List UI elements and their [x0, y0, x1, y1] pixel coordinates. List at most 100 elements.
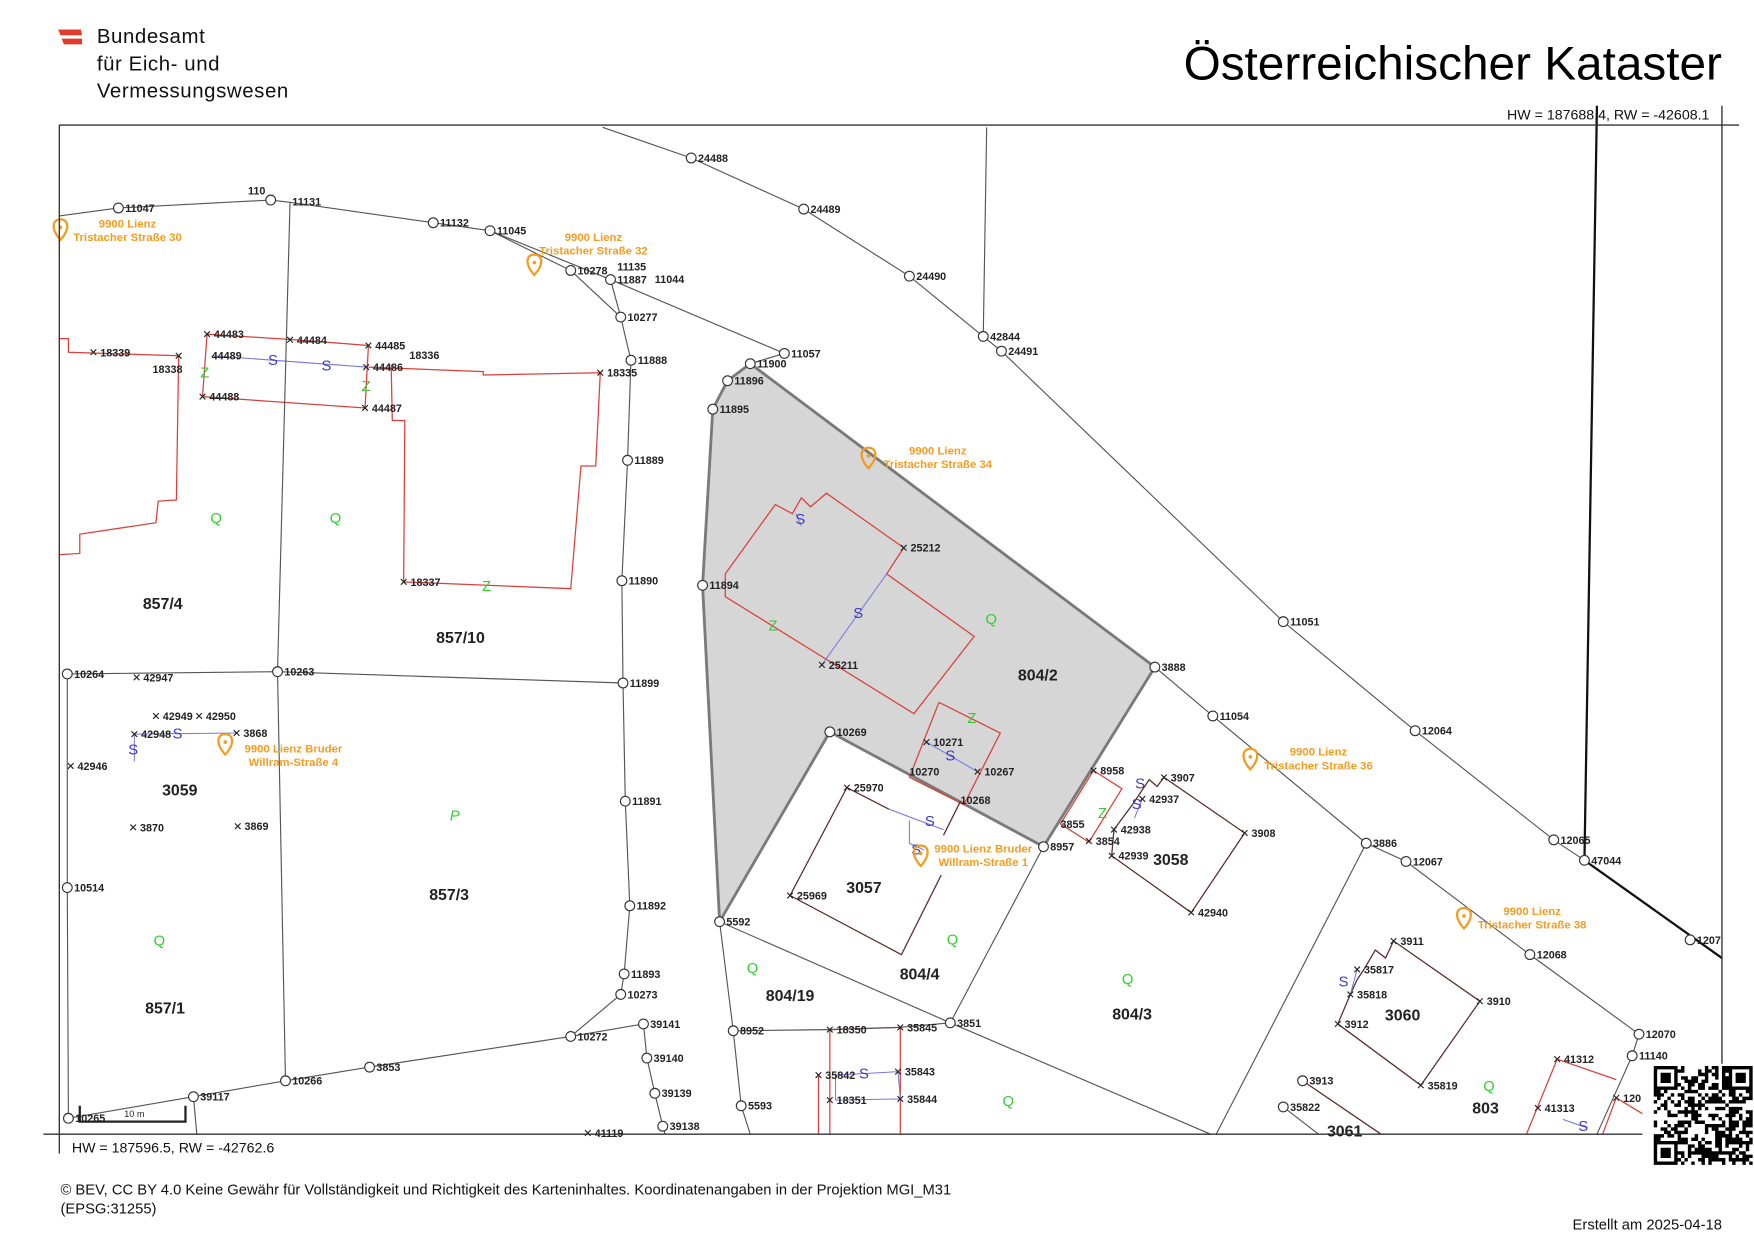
parcel-number[interactable]: 857/1 — [145, 1001, 185, 1018]
address-line-1: 9900 Lienz — [565, 232, 623, 244]
boundary-stone-marker[interactable] — [995, 345, 1007, 357]
boundary-stone-marker[interactable] — [624, 900, 636, 912]
boundary-stone-marker[interactable] — [824, 726, 836, 738]
boundary-stone-marker[interactable] — [1277, 1101, 1289, 1113]
boundary-stone-marker[interactable] — [903, 270, 915, 282]
boundary-stone-marker[interactable] — [617, 677, 629, 689]
boundary-stone-marker[interactable] — [1684, 934, 1696, 946]
parcel-number[interactable]: 857/10 — [436, 630, 485, 647]
building-corner-marker — [1347, 991, 1354, 998]
boundary-stone-marker[interactable] — [707, 403, 719, 415]
point-number-label: 3854 — [1096, 836, 1120, 848]
boundary-stone-marker[interactable] — [112, 202, 124, 214]
boundary-stone-marker[interactable] — [622, 454, 634, 466]
boundary-stone-marker[interactable] — [649, 1087, 661, 1099]
land-use-mark: S — [268, 353, 278, 369]
point-number-label: 10514 — [74, 883, 104, 895]
parcel-number[interactable]: 804/3 — [1112, 1006, 1152, 1023]
boundary-stone-marker[interactable] — [714, 916, 726, 928]
boundary-stone-marker[interactable] — [1524, 949, 1536, 961]
boundary-stone-marker[interactable] — [565, 1030, 577, 1042]
boundary-stone-marker[interactable] — [618, 968, 630, 980]
parcel-number[interactable]: 857/3 — [429, 887, 469, 904]
boundary-stone-marker[interactable] — [1548, 834, 1560, 846]
parcel-number[interactable]: 804/19 — [766, 988, 815, 1005]
building-corner-marker — [897, 1024, 904, 1031]
parcel-number[interactable]: 857/4 — [143, 596, 183, 613]
boundary-stone-marker[interactable] — [1409, 725, 1421, 737]
point-number-label: 11132 — [440, 218, 469, 230]
point-number-label: 11894 — [709, 580, 738, 592]
building-corner-marker — [1139, 795, 1146, 803]
point-number-label: 11140 — [1639, 1051, 1668, 1063]
boundary-stone-marker[interactable] — [798, 203, 810, 215]
point-number-label: 8952 — [740, 1026, 764, 1038]
parcel-number[interactable]: 3059 — [162, 783, 198, 800]
boundary-stone-marker[interactable] — [605, 274, 616, 286]
building-corner-marker — [400, 578, 407, 586]
boundary-stone-marker[interactable] — [280, 1075, 291, 1087]
point-number-label: 35822 — [1290, 1102, 1320, 1114]
boundary-stone-marker[interactable] — [1626, 1050, 1638, 1062]
boundary-stone-marker[interactable] — [1400, 855, 1412, 867]
address-line-1: 9900 Lienz Bruder — [934, 843, 1032, 855]
boundary-stone-marker[interactable] — [615, 311, 627, 323]
boundary-stone-marker[interactable] — [272, 666, 283, 678]
parcel-number[interactable]: 803 — [1472, 1101, 1499, 1118]
parcel-number[interactable]: 3058 — [1153, 852, 1189, 869]
boundary-stone-marker[interactable] — [619, 795, 631, 807]
parcel-number[interactable]: 804/4 — [900, 967, 940, 984]
boundary-stone-marker[interactable] — [944, 1017, 956, 1029]
boundary-stone-marker[interactable] — [697, 579, 709, 591]
boundary-stone-marker[interactable] — [727, 1025, 739, 1037]
qr-code[interactable] — [1651, 1063, 1754, 1168]
boundary-stone-marker[interactable] — [1360, 837, 1372, 849]
boundary-stone-marker[interactable] — [62, 1112, 74, 1124]
boundary-stone-marker[interactable] — [778, 347, 790, 359]
boundary-stone-marker[interactable] — [61, 882, 73, 894]
parcel-number[interactable]: 804/2 — [1018, 668, 1058, 685]
boundary-stone-marker[interactable] — [735, 1100, 747, 1112]
boundary-stone-marker[interactable] — [364, 1061, 376, 1073]
boundary-stone-marker[interactable] — [615, 988, 627, 1000]
boundary-stone-marker[interactable] — [1149, 661, 1161, 673]
point-number-label: 42939 — [1118, 851, 1148, 863]
address-line-1: 9900 Lienz — [99, 218, 157, 230]
boundary-stone-marker[interactable] — [1207, 710, 1219, 722]
boundary-stone-marker[interactable] — [1633, 1028, 1645, 1040]
boundary-stone-marker[interactable] — [657, 1120, 669, 1132]
parcel-number[interactable]: 3060 — [1385, 1008, 1421, 1025]
boundary-stone-marker[interactable] — [427, 217, 439, 229]
point-number-label: 11896 — [734, 376, 763, 388]
boundary-stone-marker[interactable] — [616, 575, 628, 587]
boundary-stone-marker[interactable] — [565, 265, 577, 276]
boundary-stone-marker[interactable] — [1038, 841, 1049, 853]
boundary-stone-marker[interactable] — [61, 668, 73, 680]
boundary-stone-marker[interactable] — [265, 194, 277, 206]
boundary-stone-marker[interactable] — [722, 375, 734, 387]
address-line-2: Tristacher Straße 32 — [539, 246, 648, 258]
parcel-number[interactable]: 3057 — [846, 880, 882, 897]
boundary-stone-marker[interactable] — [1297, 1075, 1309, 1087]
boundary-stone-marker[interactable] — [744, 358, 756, 370]
boundary-stone-marker[interactable] — [1578, 854, 1590, 866]
boundary-stone-marker[interactable] — [1277, 616, 1289, 628]
point-number-label: 44483 — [214, 329, 244, 341]
boundary-stone-marker[interactable] — [977, 330, 989, 342]
boundary-stone-marker[interactable] — [625, 354, 637, 366]
boundary-stone-marker[interactable] — [641, 1052, 653, 1064]
boundary-stone-marker[interactable] — [685, 152, 697, 164]
boundary-stone-marker[interactable] — [638, 1018, 649, 1030]
parcel-number[interactable]: 3061 — [1327, 1123, 1363, 1140]
boundary-stone-marker[interactable] — [484, 225, 496, 237]
boundary-stone-marker[interactable] — [187, 1091, 199, 1103]
parcel-boundary — [949, 846, 1044, 1024]
building-corner-marker — [1090, 767, 1097, 774]
